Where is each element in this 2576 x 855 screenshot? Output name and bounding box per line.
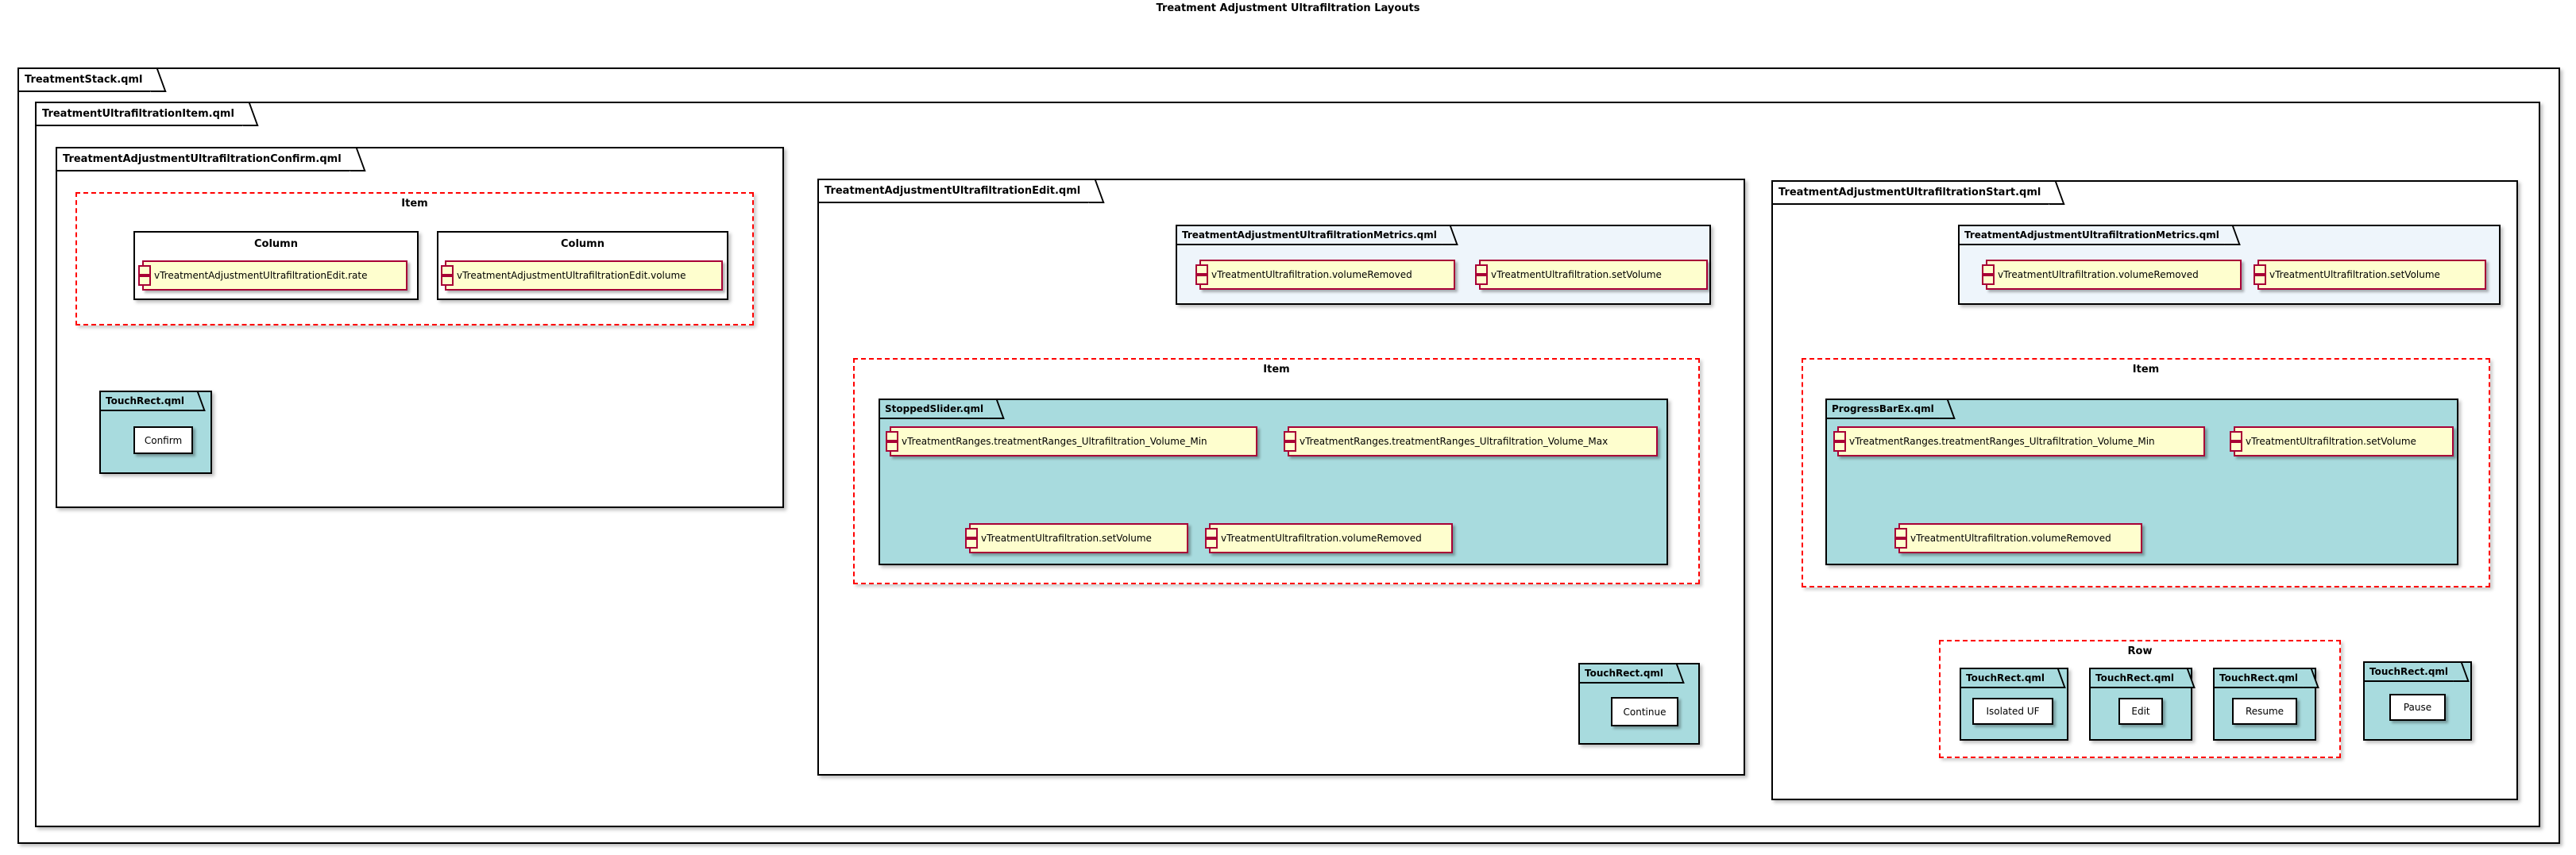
frame-tab-touchrect: TouchRect.qml (2365, 663, 2455, 682)
group-label-item: Item (2132, 364, 2160, 376)
frame-tab-touchrect: TouchRect.qml (101, 392, 191, 411)
frame-tab-touchrect: TouchRect.qml (1580, 664, 1670, 684)
frame-tab-touchrect: TouchRect.qml (1961, 669, 2052, 688)
group-label-row: Row (2127, 645, 2153, 657)
button-continue: Continue (1611, 697, 1678, 726)
component-edit-volume: vTreatmentAdjustmentUltrafiltrationEdit.… (441, 260, 723, 291)
column-label: Column (254, 238, 298, 250)
component-set-volume: vTreatmentUltrafiltration.setVolume (965, 523, 1188, 553)
component-volume-max: vTreatmentRanges.treatmentRanges_Ultrafi… (1284, 426, 1658, 456)
frame-tab-confirm: TreatmentAdjustmentUltrafiltrationConfir… (57, 148, 350, 171)
button-isolated-uf: Isolated UF (1972, 698, 2053, 725)
component-set-volume: vTreatmentUltrafiltration.setVolume (1475, 260, 1708, 290)
button-edit: Edit (2118, 698, 2163, 725)
component-volume-removed: vTreatmentUltrafiltration.volumeRemoved (1894, 523, 2142, 553)
frame-tab-progress-bar-ex: ProgressBarEx.qml (1827, 400, 1941, 419)
group-label-item: Item (1263, 364, 1290, 376)
frame-tab-stopped-slider: StoppedSlider.qml (880, 400, 991, 419)
frame-tab-touchrect: TouchRect.qml (2215, 669, 2305, 688)
frame-touchrect-resume: TouchRect.qml (2213, 668, 2316, 741)
component-volume-min: vTreatmentRanges.treatmentRanges_Ultrafi… (886, 426, 1257, 456)
button-resume: Resume (2232, 698, 2297, 725)
frame-tab-edit: TreatmentAdjustmentUltrafiltrationEdit.q… (819, 180, 1089, 203)
column-label: Column (561, 238, 604, 250)
frame-tab-start: TreatmentAdjustmentUltrafiltrationStart.… (1773, 182, 2049, 205)
diagram-title: Treatment Adjustment Ultrafiltration Lay… (1156, 2, 1420, 14)
group-label-item: Item (401, 198, 428, 210)
button-pause: Pause (2389, 694, 2446, 721)
frame-tab-touchrect: TouchRect.qml (2091, 669, 2181, 688)
frame-tab-treatment-ultrafiltration-item: TreatmentUltrafiltrationItem.qml (37, 103, 242, 126)
component-set-volume: vTreatmentUltrafiltration.setVolume (2230, 426, 2454, 456)
component-set-volume: vTreatmentUltrafiltration.setVolume (2254, 260, 2486, 290)
frame-tab-metrics: TreatmentAdjustmentUltrafiltrationMetric… (1960, 226, 2226, 245)
component-volume-removed: vTreatmentUltrafiltration.volumeRemoved (1195, 260, 1455, 290)
component-edit-rate: vTreatmentAdjustmentUltrafiltrationEdit.… (138, 260, 407, 291)
component-volume-removed: vTreatmentUltrafiltration.volumeRemoved (1205, 523, 1453, 553)
frame-tab-treatment-stack: TreatmentStack.qml (19, 69, 151, 92)
component-volume-min: vTreatmentRanges.treatmentRanges_Ultrafi… (1833, 426, 2205, 456)
component-volume-removed: vTreatmentUltrafiltration.volumeRemoved (1982, 260, 2242, 290)
button-confirm: Confirm (133, 426, 193, 454)
frame-tab-metrics: TreatmentAdjustmentUltrafiltrationMetric… (1177, 226, 1443, 245)
